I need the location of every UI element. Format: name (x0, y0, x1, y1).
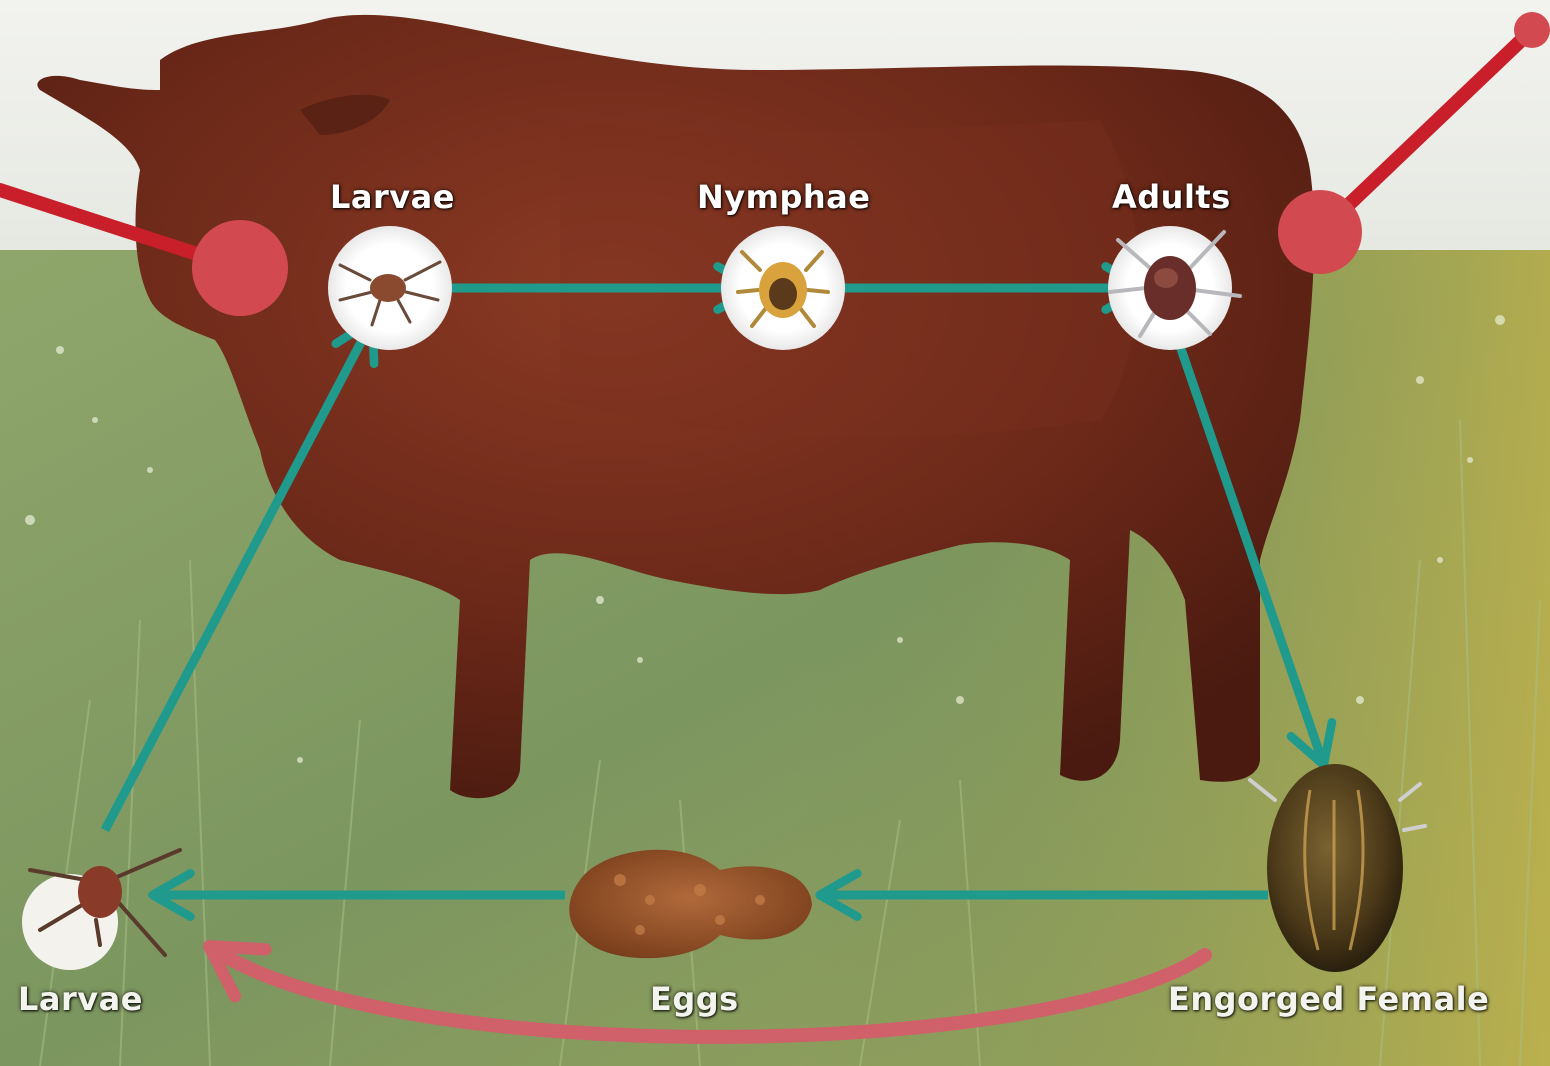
label-larvae-ground: Larvae (18, 980, 143, 1018)
label-adults: Adults (1112, 178, 1231, 216)
label-engorged-female: Engorged Female (1168, 980, 1489, 1018)
cow-shading (560, 120, 1138, 437)
pointer-dot-corner (1514, 12, 1550, 48)
pointer-dot-left (192, 220, 288, 316)
tick-nymph-icon (721, 226, 845, 350)
label-eggs: Eggs (650, 980, 739, 1018)
label-nymphae: Nymphae (697, 178, 870, 216)
label-larvae-host: Larvae (330, 178, 455, 216)
tick-larva-icon (328, 226, 452, 350)
pointer-dot-right (1278, 190, 1362, 274)
